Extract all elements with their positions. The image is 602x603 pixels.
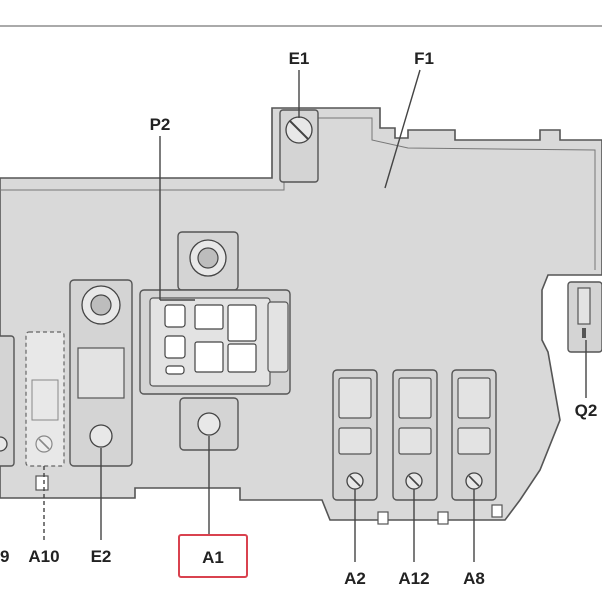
label-9: 9 xyxy=(0,547,9,566)
bottom-tab-1 xyxy=(377,511,389,525)
label-q2: Q2 xyxy=(575,401,598,420)
terminal-e2-nut-inner xyxy=(90,294,112,316)
fuse-a8-blade-lower xyxy=(457,427,491,455)
terminal-e2-bar xyxy=(77,347,125,399)
module-p2-slot-2 xyxy=(194,304,224,330)
label-a1: A1 xyxy=(202,548,224,567)
relay-q2-pin xyxy=(582,328,586,338)
fuse-a8-blade xyxy=(457,377,491,419)
fuse-a12-screw-slot xyxy=(408,475,420,487)
fuse-slot-a10-clip xyxy=(31,379,59,421)
fuse-a12-blade xyxy=(398,377,432,419)
fuse-a8-screw-slot xyxy=(468,475,480,487)
fuse-a2-blade xyxy=(338,377,372,419)
bottom-tab-3 xyxy=(491,504,503,518)
fuse-slot-a10 xyxy=(25,331,65,467)
fuse-a12-blade-lower xyxy=(398,427,432,455)
label-e1: E1 xyxy=(289,49,310,68)
module-p2-slot-4 xyxy=(164,335,186,359)
terminal-e2-hole xyxy=(89,424,113,448)
label-a8: A8 xyxy=(463,569,485,588)
label-p2: P2 xyxy=(150,115,171,134)
fuse-a2-blade-lower xyxy=(338,427,372,455)
label-a10: A10 xyxy=(28,547,59,566)
fuse-slot-a10-tab xyxy=(35,475,49,491)
fuse-a2-screw-slot xyxy=(349,475,361,487)
leader-f1 xyxy=(384,69,421,189)
bottom-tab-2 xyxy=(437,511,449,525)
fuse-slot-9-screw xyxy=(0,436,8,452)
module-p2-slot-6 xyxy=(227,343,257,373)
terminal-p2-nut-inner xyxy=(197,247,219,269)
module-p2-pin xyxy=(165,365,185,375)
highlight-box-a1 xyxy=(178,534,248,578)
socket-a1-hole xyxy=(197,412,221,436)
label-a2: A2 xyxy=(344,569,366,588)
module-p2-slot-1 xyxy=(164,304,186,328)
module-p2-slot-3 xyxy=(227,304,257,342)
terminal-e1-screw-slot xyxy=(289,120,309,140)
module-p2-slot-5 xyxy=(194,341,224,373)
relay-q2-slot xyxy=(577,287,591,325)
label-e2: E2 xyxy=(91,547,112,566)
fuse-slot-a10-screw-slot xyxy=(38,438,50,450)
module-p2-clip xyxy=(267,301,289,373)
label-f1: F1 xyxy=(414,49,434,68)
label-a12: A12 xyxy=(398,569,429,588)
fuse-slot-9 xyxy=(0,335,15,467)
